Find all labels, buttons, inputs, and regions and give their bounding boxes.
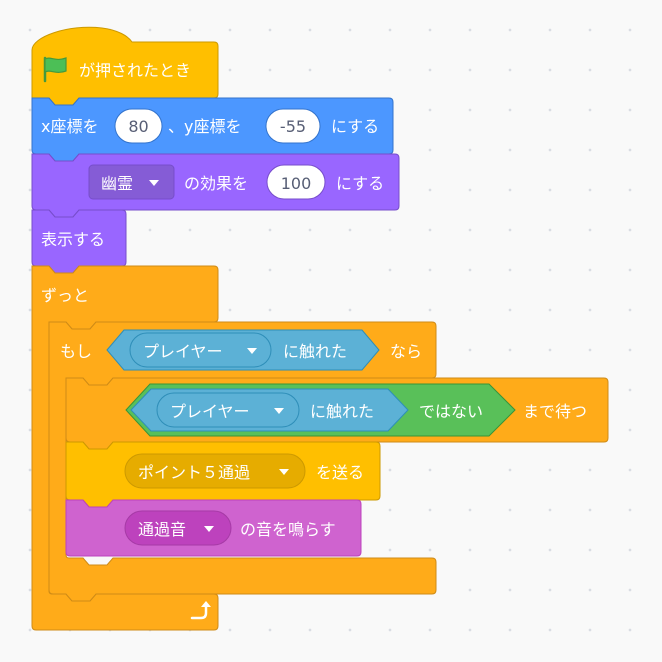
effect-dropdown-text: 幽霊 bbox=[101, 174, 133, 193]
show-label: 表示する bbox=[41, 230, 105, 249]
not-operator[interactable]: プレイヤー に触れた ではない bbox=[125, 383, 516, 437]
dropdown-arrow-icon bbox=[149, 180, 159, 186]
if-then-label: なら bbox=[390, 342, 422, 361]
not-label: ではない bbox=[419, 402, 483, 421]
dropdown-arrow-icon bbox=[247, 348, 257, 354]
dropdown-arrow-icon bbox=[274, 408, 284, 414]
goto-suffix: にする bbox=[331, 117, 379, 136]
x-value-input[interactable] bbox=[114, 108, 163, 144]
goto-y-label: 、y座標を bbox=[168, 117, 241, 136]
wait-until-block[interactable]: プレイヤー に触れた ではない まで待つ bbox=[65, 377, 609, 450]
play-sound-block[interactable]: 通過音 の音を鳴らす bbox=[65, 499, 362, 557]
hat-label: が押されたとき bbox=[79, 61, 191, 80]
broadcast-message: ポイント５通過 bbox=[138, 463, 250, 482]
effect-dropdown[interactable] bbox=[88, 164, 175, 200]
wait-touching-condition[interactable]: プレイヤー に触れた bbox=[130, 388, 409, 432]
show-block[interactable]: 表示する bbox=[31, 209, 127, 274]
loop-arrow-icon bbox=[190, 601, 211, 620]
when-flag-clicked-block[interactable]: が押されたとき bbox=[31, 26, 219, 106]
if-label: もし bbox=[60, 342, 92, 361]
wait-touching-target: プレイヤー bbox=[170, 402, 250, 421]
if-block[interactable]: もし プレイヤー に触れた なら bbox=[48, 321, 437, 602]
if-touching-condition[interactable]: プレイヤー に触れた bbox=[106, 329, 380, 371]
broadcast-message-dropdown[interactable] bbox=[124, 453, 306, 489]
broadcast-block[interactable]: ポイント５通過 を送る bbox=[65, 441, 381, 508]
effect-value-text: 100 bbox=[281, 174, 312, 193]
effect-value-input[interactable] bbox=[266, 164, 326, 200]
if-touching-dropdown[interactable] bbox=[129, 332, 272, 368]
x-value-text: 80 bbox=[128, 117, 148, 136]
if-touching-target: プレイヤー bbox=[143, 342, 223, 361]
set-effect-block[interactable]: 幽霊 の効果を 100 にする bbox=[31, 153, 400, 218]
effect-suffix: にする bbox=[336, 174, 384, 193]
if-touching-suffix: に触れた bbox=[283, 342, 347, 361]
green-flag-icon bbox=[43, 56, 67, 83]
y-value-input[interactable] bbox=[265, 108, 321, 144]
wait-touching-suffix: に触れた bbox=[310, 402, 374, 421]
play-sound-suffix: の音を鳴らす bbox=[240, 520, 336, 539]
dropdown-arrow-icon bbox=[204, 526, 214, 532]
wait-touching-dropdown[interactable] bbox=[156, 392, 300, 428]
wait-until-suffix: まで待つ bbox=[523, 402, 587, 421]
goto-x-label: x座標を bbox=[41, 117, 98, 136]
goto-xy-block[interactable]: x座標を 80 、y座標を -55 にする bbox=[31, 97, 394, 162]
forever-label: ずっと bbox=[41, 286, 89, 305]
dropdown-arrow-icon bbox=[279, 469, 289, 475]
sound-name: 通過音 bbox=[138, 520, 186, 539]
y-value-text: -55 bbox=[280, 117, 306, 136]
broadcast-suffix: を送る bbox=[316, 463, 364, 482]
effect-mid-label: の効果を bbox=[184, 174, 248, 193]
sound-dropdown[interactable] bbox=[124, 510, 232, 546]
